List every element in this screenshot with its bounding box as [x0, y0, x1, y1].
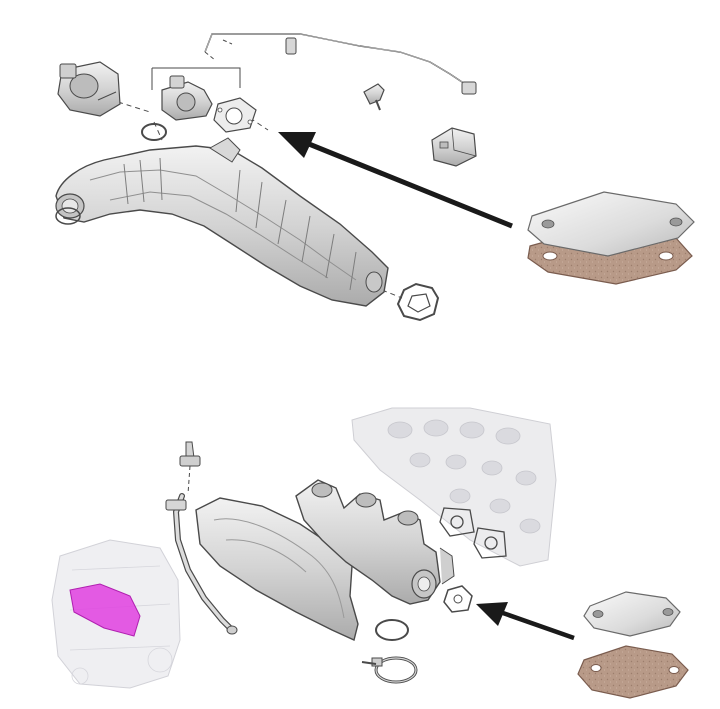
v-band-clamp — [361, 656, 418, 684]
manifold-gaskets — [439, 507, 507, 559]
heat-shield — [195, 497, 359, 641]
temp-sensor — [363, 83, 385, 111]
blanking-plate-top — [527, 191, 695, 285]
egr-highlight — [69, 583, 141, 637]
inlet-seal-ring — [55, 207, 81, 225]
engine-block-highlight — [51, 539, 181, 689]
plate-top — [527, 191, 695, 257]
plate-bottom — [583, 591, 681, 637]
gasket-bottom — [577, 645, 689, 699]
pipe-sensor — [179, 441, 201, 495]
top-panel — [55, 33, 695, 322]
o-ring — [141, 123, 167, 141]
cylinder-head — [351, 407, 557, 567]
flange-seal — [396, 282, 440, 322]
egr-pipe — [165, 493, 238, 635]
callout-arrow-top — [278, 132, 513, 229]
exhaust-manifold — [295, 479, 455, 605]
egr-valve — [161, 75, 213, 121]
connector-bracket — [431, 127, 477, 167]
callout-arrow-bottom — [476, 602, 575, 641]
bottom-panel — [51, 407, 689, 699]
pressure-sensor-line — [204, 33, 477, 95]
egr-flange-gasket — [443, 585, 473, 613]
valve-gasket — [213, 97, 257, 133]
intake-manifold — [55, 137, 389, 307]
egr-actuator — [57, 61, 121, 117]
seal-ring — [375, 619, 409, 641]
blanking-plate-bottom — [577, 591, 689, 699]
